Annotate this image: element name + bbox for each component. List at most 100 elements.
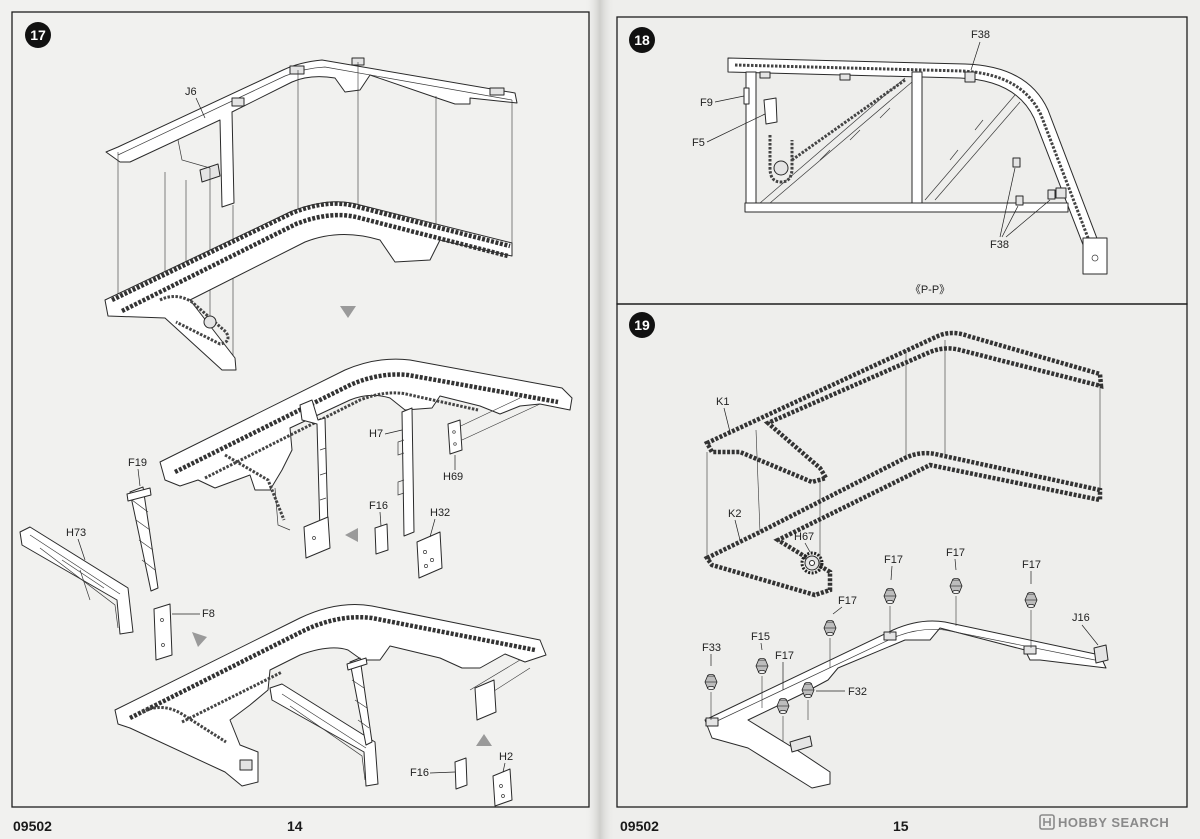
f17-bushing-d: [823, 620, 837, 636]
svg-text:H7: H7: [369, 428, 383, 440]
step-19-guide-lines: [706, 340, 1101, 572]
left-strip-part: [299, 399, 331, 559]
svg-text:F38: F38: [990, 239, 1009, 251]
f19-ladder-part: [126, 486, 159, 592]
right-page-number: 15: [893, 818, 909, 834]
svg-text:F17: F17: [884, 554, 903, 566]
f15-bushing: [755, 658, 769, 674]
f17-bushing-b: [949, 578, 963, 594]
step-19-badge: 19: [629, 312, 655, 338]
h69-plate-part: [447, 419, 463, 455]
svg-text:K1: K1: [716, 396, 729, 408]
hobby-search-logo-icon: [1039, 814, 1055, 830]
svg-text:F8: F8: [202, 608, 215, 620]
svg-text:《P-P》: 《P-P》: [910, 283, 950, 296]
svg-text:F17: F17: [775, 650, 794, 662]
chain: [120, 212, 509, 314]
chain: [141, 706, 227, 744]
left-arrow: [345, 528, 358, 542]
f17-bushing-e: [776, 698, 790, 714]
chain: [703, 330, 1104, 485]
down-arrow: [340, 306, 356, 318]
f33-bushing: [704, 674, 718, 690]
h73-installed-truss: [269, 683, 379, 787]
svg-text:J16: J16: [1072, 612, 1090, 624]
svg-text:F19: F19: [128, 457, 147, 469]
f9-bar: [743, 87, 750, 105]
page-fold-shadow: [585, 0, 615, 839]
step-17-guide-lines: [117, 62, 513, 365]
svg-text:F16: F16: [410, 767, 429, 779]
svg-text:H2: H2: [499, 751, 513, 763]
left-page-number: 14: [287, 818, 303, 834]
up-arrow: [476, 734, 492, 746]
svg-text:19: 19: [634, 317, 650, 333]
chain: [111, 201, 511, 303]
svg-text:H69: H69: [443, 471, 463, 483]
svg-text:HOBBY SEARCH: HOBBY SEARCH: [1058, 815, 1169, 830]
sprocket: [773, 160, 789, 176]
f38-brackets: [964, 71, 1056, 206]
f5-bracket: [763, 97, 778, 125]
step-19-labels: K1 K2 H67 F17 F17 F17 F17 F15 F17 F33 F3…: [702, 396, 1099, 698]
h32-plate-part: [416, 531, 443, 579]
right-page-paper: [600, 0, 1200, 839]
svg-text:H32: H32: [430, 507, 450, 519]
step-17-badge: 17: [25, 22, 51, 48]
svg-text:F38: F38: [971, 29, 990, 41]
svg-text:F5: F5: [692, 137, 705, 149]
chain-base-assembly: [104, 201, 513, 371]
svg-text:F15: F15: [751, 631, 770, 643]
f19-installed-ladder: [346, 657, 373, 746]
svg-text:F17: F17: [946, 547, 965, 559]
f8-plate-part: [153, 603, 173, 661]
step-17-frame: [11, 11, 590, 808]
svg-text:F9: F9: [700, 97, 713, 109]
f16-plate-part: [374, 523, 389, 555]
k1-chain-part: [703, 330, 1104, 485]
svg-text:H73: H73: [66, 527, 86, 539]
f32-bushing: [801, 682, 815, 698]
chain: [224, 453, 286, 521]
left-kit-number: 09502: [13, 818, 52, 834]
hobby-search-watermark: HOBBY SEARCH: [1039, 814, 1169, 830]
chain: [768, 135, 794, 184]
f17-bushing-c: [1024, 592, 1038, 608]
sprocket: [203, 315, 217, 329]
svg-text:18: 18: [634, 32, 650, 48]
middle-labels: H7 H69 F16 H32: [369, 428, 463, 538]
svg-text:F17: F17: [838, 595, 857, 607]
right-kit-number: 09502: [620, 818, 659, 834]
j16-frame-part: [704, 620, 1109, 789]
j6-label: J6: [185, 86, 206, 119]
svg-text:F33: F33: [702, 642, 721, 654]
f16-small-plate-part: [454, 757, 468, 790]
k2-chain-part: [703, 450, 1103, 598]
diagonal-arrow: [192, 632, 207, 647]
f17-bushing-a: [883, 588, 897, 604]
chain: [204, 391, 479, 480]
svg-text:J6: J6: [185, 86, 197, 98]
bushing-guides: [710, 596, 1032, 742]
h67-sprocket-part: [800, 551, 824, 575]
svg-text:H67: H67: [794, 531, 814, 543]
chain: [128, 614, 536, 721]
bottom-labels: H2 F16: [410, 751, 513, 779]
svg-text:K2: K2: [728, 508, 741, 520]
svg-text:F17: F17: [1022, 559, 1041, 571]
h2-plate-part: [492, 768, 513, 807]
chain: [181, 670, 283, 724]
svg-text:F32: F32: [848, 686, 867, 698]
step-18-labels: F38 F9 F5 F38 《P-P》: [692, 29, 1051, 296]
side-rail-assembly: [727, 57, 1108, 275]
step-19-frame: [616, 303, 1188, 808]
h73-truss-part: [19, 526, 134, 635]
j6-frame-part: [105, 57, 518, 208]
svg-text:F16: F16: [369, 500, 388, 512]
left-part-labels: F19 H73 F8: [66, 457, 215, 620]
chain: [734, 63, 1100, 265]
chain: [173, 372, 559, 475]
step-18-badge: 18: [629, 27, 655, 53]
chain: [791, 78, 906, 162]
